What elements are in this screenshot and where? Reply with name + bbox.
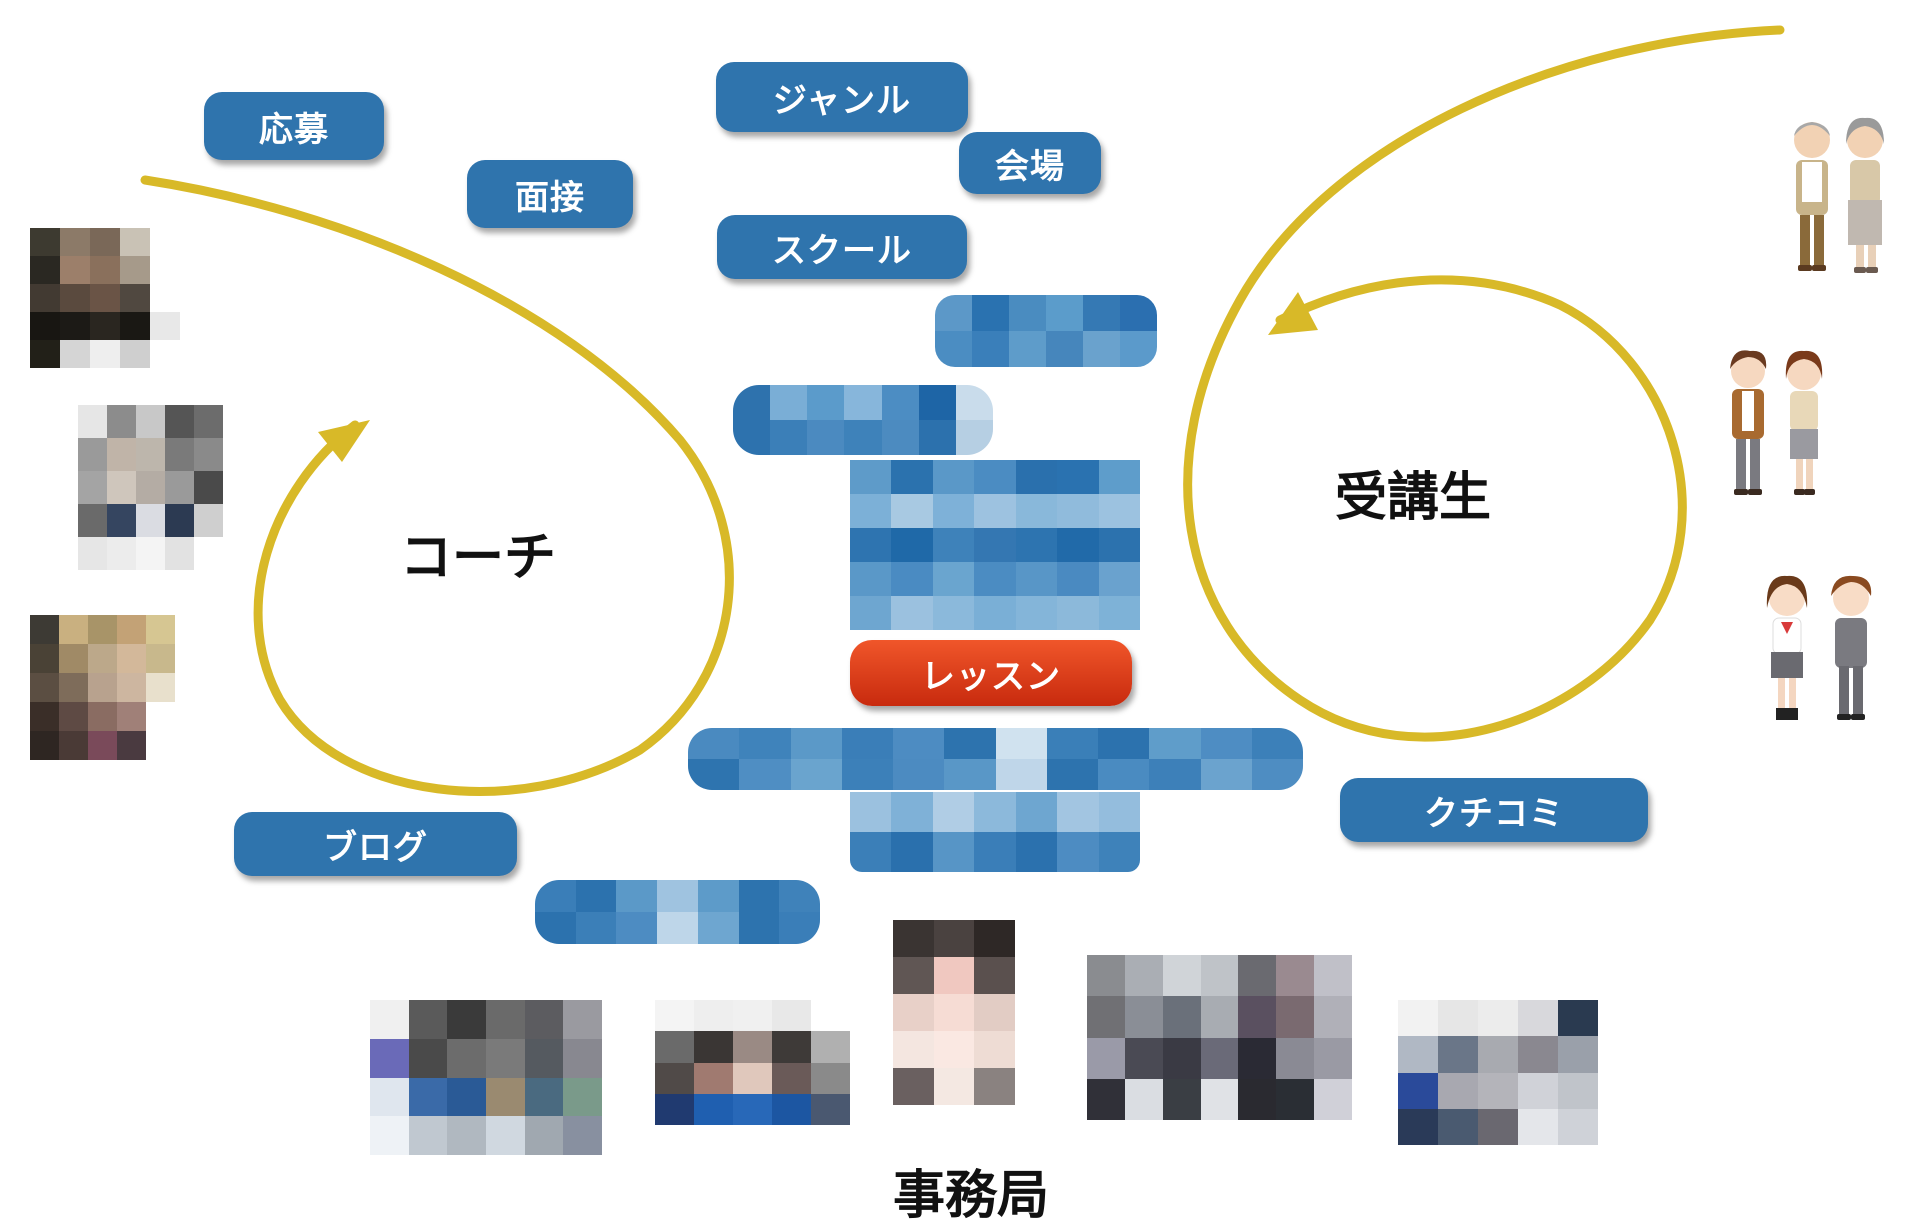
office-photo-2 — [655, 1000, 850, 1125]
tag-school: スクール — [717, 215, 967, 279]
tag-kuchikomi: クチコミ — [1340, 778, 1648, 842]
office-photo-1 — [370, 1000, 602, 1155]
coach-arrowhead — [318, 420, 370, 462]
students-label: 受講生 — [1335, 468, 1492, 528]
tag-oubo: 応募 — [204, 92, 384, 160]
elderly-couple-icon — [1794, 117, 1884, 273]
office-photo-4 — [1087, 955, 1352, 1120]
office-photo-5 — [1398, 1000, 1598, 1145]
adult-couple-icon — [1730, 350, 1823, 495]
office-label: 事務局 — [893, 1166, 1050, 1226]
office-photo-3 — [893, 920, 1015, 1105]
tag-mensetsu: 面接 — [467, 160, 633, 228]
students-arrowhead — [1268, 292, 1318, 335]
blurred-item-2 — [733, 385, 993, 455]
coach-label: コーチ — [400, 528, 557, 588]
coach-photo-2 — [78, 405, 223, 570]
blurred-item-1 — [935, 295, 1157, 367]
tag-lesson: レッスン — [850, 640, 1132, 706]
blurred-item-4 — [688, 728, 1303, 790]
tag-genre: ジャンル — [716, 62, 968, 132]
blurred-item-3 — [850, 460, 1140, 630]
blurred-item-5 — [850, 792, 1140, 872]
school-students-icon — [1766, 575, 1872, 720]
coach-photo-3 — [30, 615, 175, 760]
blurred-item-6 — [535, 880, 820, 944]
tag-blog: ブログ — [234, 812, 517, 876]
coach-photo-1 — [30, 228, 180, 368]
tag-kaijo: 会場 — [959, 132, 1101, 194]
coach-cycle-arrow — [140, 175, 734, 796]
students-cycle-arrow — [1183, 25, 1785, 742]
